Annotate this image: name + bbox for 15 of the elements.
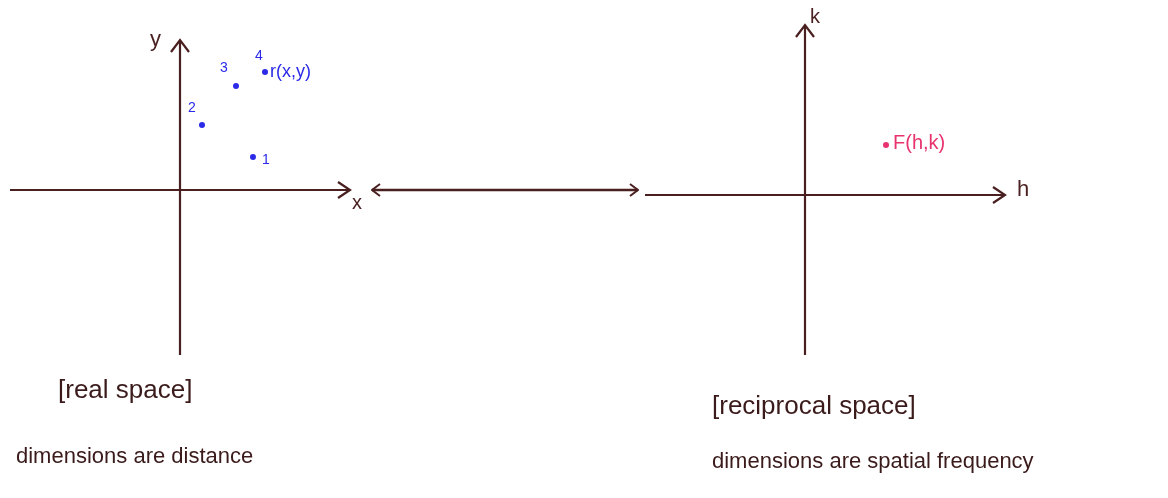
point-label: 4 bbox=[255, 48, 263, 62]
axis-label: k bbox=[810, 6, 820, 26]
point-label: 1 bbox=[262, 152, 270, 166]
caption-text: dimensions are spatial frequency bbox=[712, 450, 1034, 472]
axis-label: x bbox=[352, 192, 362, 212]
point-label: 3 bbox=[220, 60, 228, 74]
point-label: r(x,y) bbox=[270, 62, 311, 80]
caption-text: [reciprocal space] bbox=[712, 392, 916, 418]
point-label: F(h,k) bbox=[893, 132, 946, 152]
axis-label: y bbox=[150, 28, 161, 50]
axis-label: h bbox=[1017, 178, 1030, 200]
caption-text: dimensions are distance bbox=[16, 445, 254, 467]
double-arrow bbox=[371, 183, 639, 197]
caption-text: [real space] bbox=[58, 376, 193, 402]
point-label: 2 bbox=[188, 100, 196, 114]
